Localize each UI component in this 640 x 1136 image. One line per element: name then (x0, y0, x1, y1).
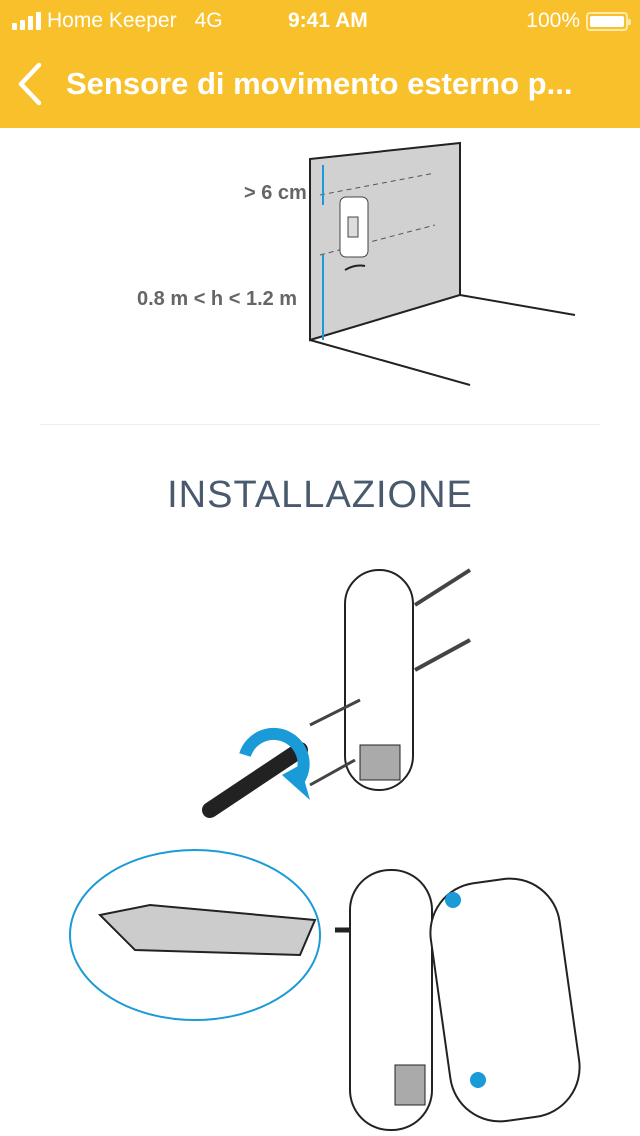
mounting-height-diagram (309, 141, 576, 386)
time: 9:41 AM (288, 9, 368, 32)
header-bar: Home Keeper 4G 9:41 AM 100% Sensore di m… (0, 0, 640, 128)
section-title: INSTALLAZIONE (167, 474, 473, 516)
installation-illustration (69, 568, 581, 1131)
carrier: Home Keeper (47, 9, 177, 32)
battery-percent: 100% (526, 9, 580, 32)
status-bar: Home Keeper 4G 9:41 AM 100% (12, 8, 631, 34)
label-min-distance: > 6 cm (244, 182, 307, 204)
back-button[interactable] (0, 58, 60, 110)
label-height-range: 0.8 m < h < 1.2 m (137, 288, 298, 310)
signal-icon (12, 12, 41, 30)
network: 4G (194, 9, 223, 32)
battery-icon (586, 11, 631, 31)
page-title: Sensore di movimento esterno p... (66, 66, 573, 101)
chevron-left-icon (18, 62, 42, 106)
divider (40, 424, 600, 425)
